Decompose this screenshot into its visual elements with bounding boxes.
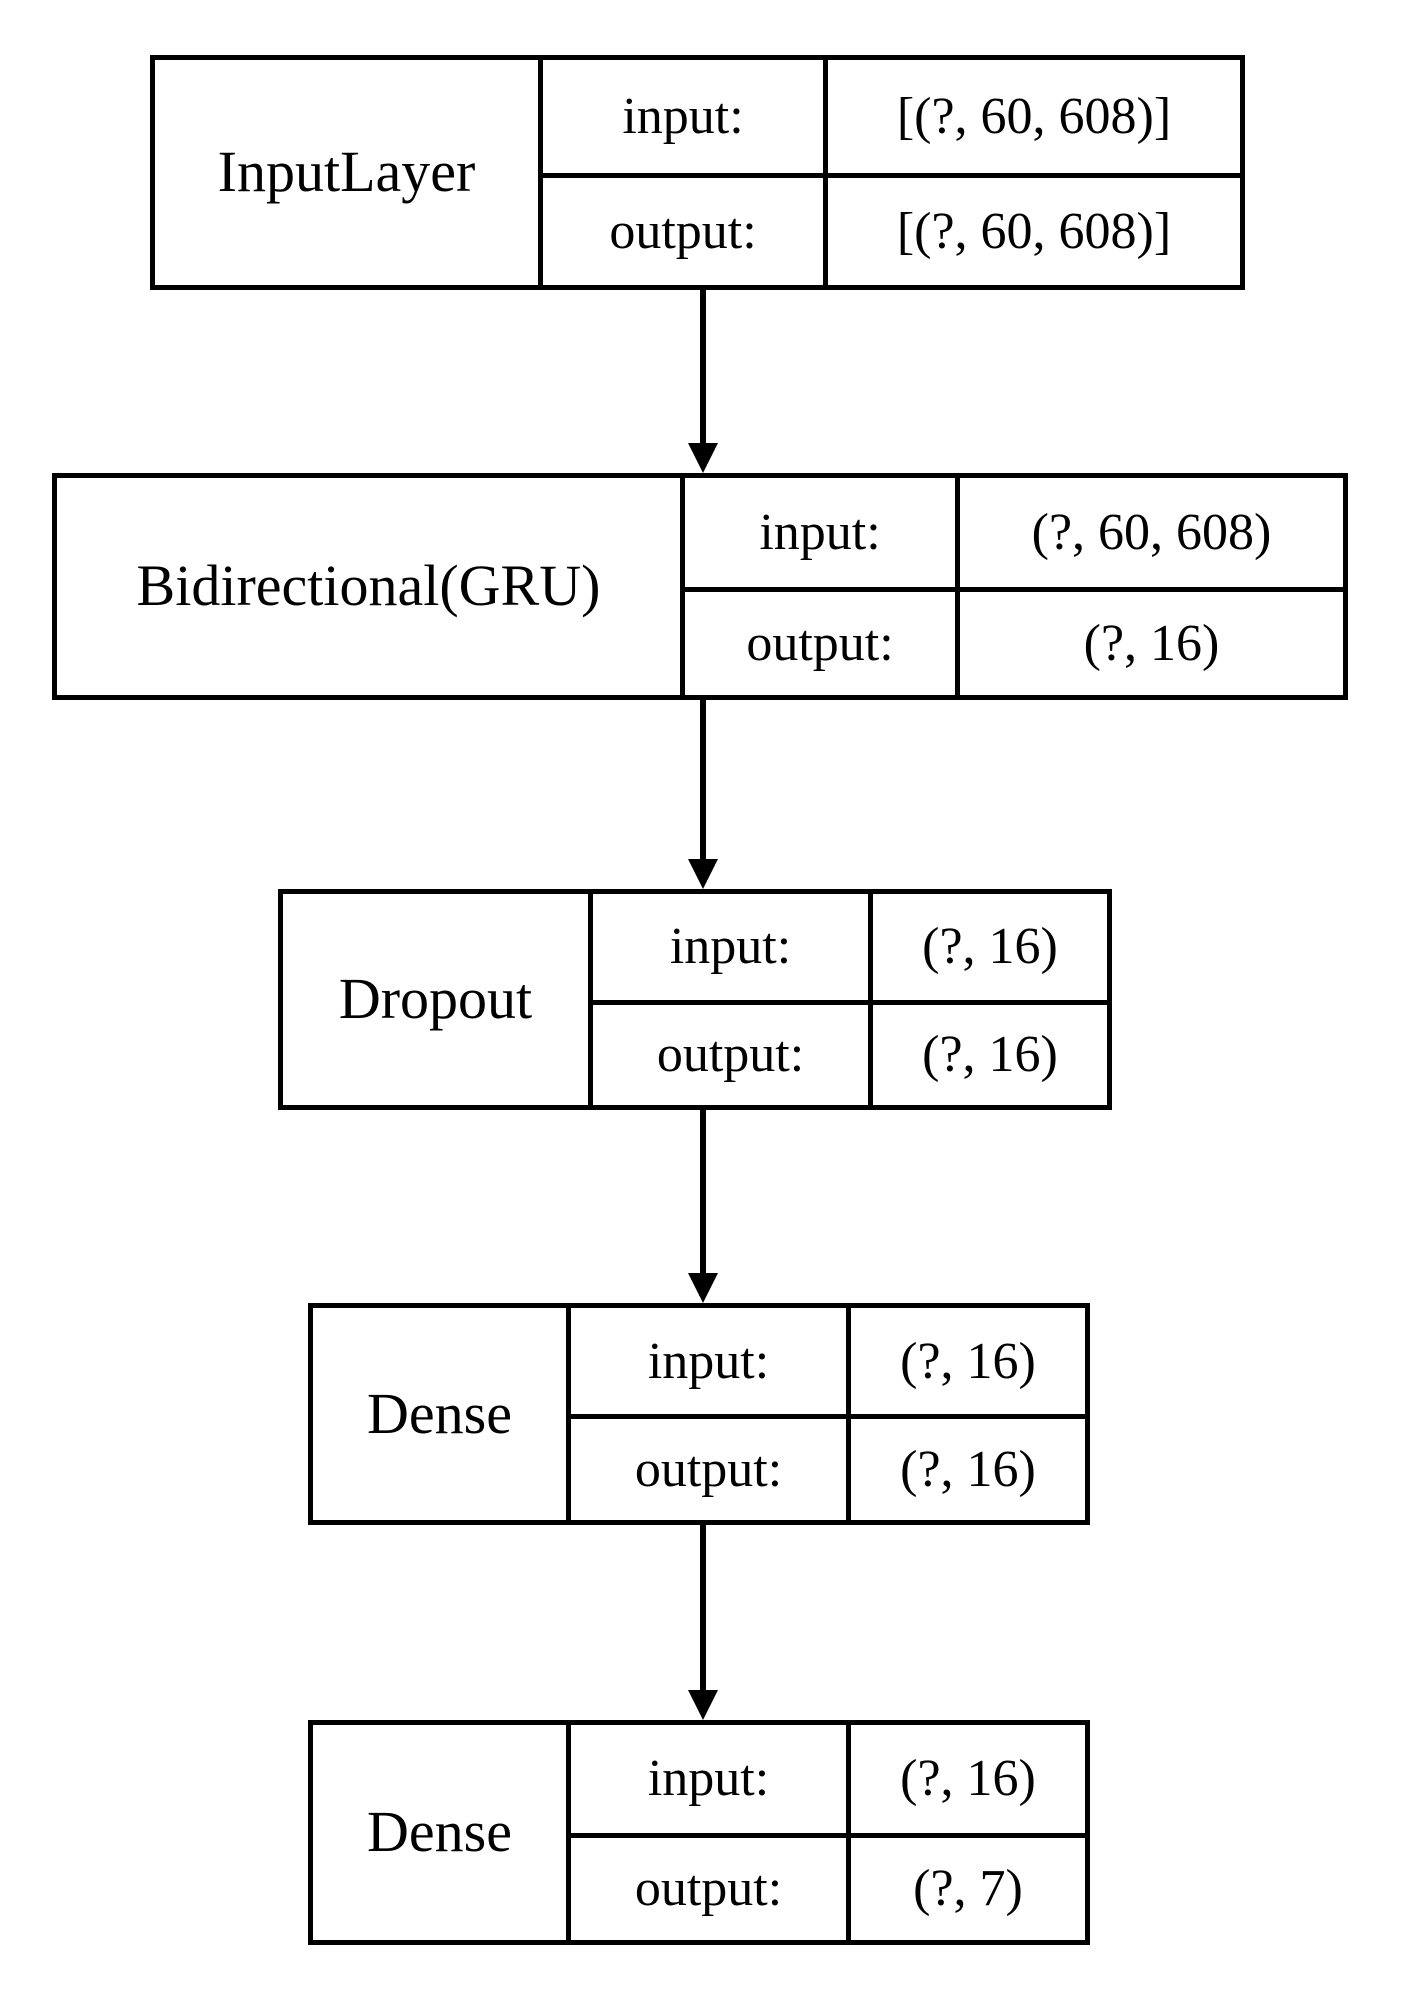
edge-shaft — [700, 290, 706, 443]
input-label: input: — [647, 1332, 770, 1390]
layer-io-table: input: output: [(?, 60, 608)] [(?, 60, 6… — [538, 60, 1240, 285]
layer-io-table: input: output: (?, 60, 608) (?, 16) — [680, 478, 1343, 695]
layer-name: Bidirectional(GRU) — [136, 553, 601, 619]
layer-node-dense-1[interactable]: Dense input: output: (?, 16) (?, 16) — [308, 1303, 1090, 1525]
edge-shaft — [700, 700, 706, 859]
edge-dense-1-to-dense-2 — [688, 1525, 718, 1720]
edge-dropout-to-dense-1 — [688, 1110, 718, 1303]
io-value-column: (?, 60, 608) (?, 16) — [955, 478, 1343, 695]
layer-node-dropout[interactable]: Dropout input: output: (?, 16) (?, 16) — [278, 889, 1112, 1110]
output-shape-value: (?, 16) — [851, 1414, 1085, 1520]
layer-name: Dropout — [338, 966, 533, 1032]
output-label: output: — [593, 999, 868, 1106]
output-shape-value: (?, 7) — [851, 1832, 1085, 1941]
io-value-column: (?, 16) (?, 7) — [846, 1725, 1085, 1940]
output-label: output: — [571, 1414, 846, 1520]
input-shape-value: (?, 16) — [900, 1750, 1036, 1808]
io-value-column: [(?, 60, 608)] [(?, 60, 608)] — [823, 60, 1240, 285]
layer-io-table: input: output: (?, 16) (?, 16) — [566, 1308, 1085, 1520]
edge-bidirectional-gru-to-dropout — [688, 700, 718, 889]
layer-name: InputLayer — [217, 139, 476, 205]
layer-node-bidirectional-gru[interactable]: Bidirectional(GRU) input: output: (?, 60… — [52, 473, 1348, 700]
output-label: output: — [543, 172, 823, 286]
input-label: input: — [622, 87, 744, 145]
io-value-column: (?, 16) (?, 16) — [868, 894, 1107, 1105]
input-shape-value: (?, 16) — [922, 918, 1058, 976]
input-label: input: — [647, 1750, 770, 1808]
layer-name: Dense — [367, 1799, 512, 1865]
input-label: input: — [759, 503, 881, 561]
layer-name: Dense — [367, 1380, 512, 1446]
edge-input-layer-to-bidirectional-gru — [688, 290, 718, 473]
io-label-column: input: output: — [571, 1308, 846, 1520]
edge-arrowhead — [688, 859, 718, 889]
output-shape-value: [(?, 60, 608)] — [828, 172, 1240, 286]
io-value-column: (?, 16) (?, 16) — [846, 1308, 1085, 1520]
io-label-column: input: output: — [593, 894, 868, 1105]
output-shape-value: (?, 16) — [873, 999, 1107, 1106]
output-label: output: — [571, 1832, 846, 1941]
layer-io-table: input: output: (?, 16) (?, 16) — [588, 894, 1107, 1105]
input-shape-value: (?, 60, 608) — [1031, 503, 1272, 561]
edge-shaft — [700, 1525, 706, 1690]
edge-arrowhead — [688, 1273, 718, 1303]
io-label-column: input: output: — [571, 1725, 846, 1940]
output-shape-value: (?, 16) — [960, 586, 1343, 696]
io-label-column: input: output: — [685, 478, 955, 695]
io-label-column: input: output: — [543, 60, 823, 285]
output-label: output: — [685, 586, 955, 696]
edge-arrowhead — [688, 443, 718, 473]
layer-io-table: input: output: (?, 16) (?, 7) — [566, 1725, 1085, 1940]
input-shape-value: (?, 16) — [900, 1332, 1036, 1390]
edge-shaft — [700, 1110, 706, 1273]
input-shape-value: [(?, 60, 608)] — [896, 87, 1172, 145]
edge-arrowhead — [688, 1690, 718, 1720]
layer-node-input-layer[interactable]: InputLayer input: output: [(?, 60, 608)]… — [150, 55, 1245, 290]
layer-node-dense-2[interactable]: Dense input: output: (?, 16) (?, 7) — [308, 1720, 1090, 1945]
input-label: input: — [669, 918, 792, 976]
